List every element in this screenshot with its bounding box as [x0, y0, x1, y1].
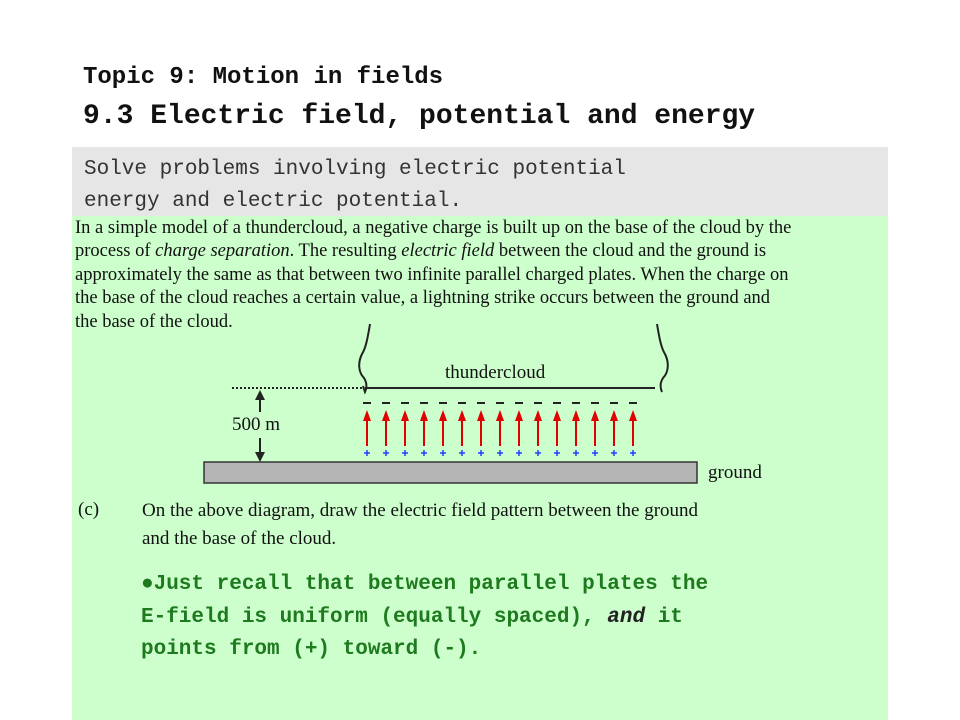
field-arrowhead: [496, 410, 504, 421]
answer-line-1: ●Just recall that between parallel plate…: [141, 573, 709, 596]
part-c-question: On the above diagram, draw the electric …: [142, 497, 698, 553]
objective-line-1: Solve problems involving electric potent…: [84, 158, 626, 181]
field-arrowhead: [572, 410, 580, 421]
answer-line-2: E-field is uniform (equally spaced), and…: [141, 605, 683, 629]
field-arrowhead: [610, 410, 618, 421]
field-arrowhead: [363, 410, 371, 421]
term-electric-field: electric field: [401, 241, 495, 261]
field-arrowhead: [591, 410, 599, 421]
objective-line-2: energy and electric potential.: [84, 190, 463, 213]
stem-line-1: In a simple model of a thundercloud, a n…: [75, 218, 792, 238]
field-arrowhead: [515, 410, 523, 421]
answer-emphasis-and: and: [607, 605, 646, 629]
field-arrowhead: [439, 410, 447, 421]
question-line-1: On the above diagram, draw the electric …: [142, 500, 699, 521]
answer-line-3: points from (+) toward (-).: [141, 638, 482, 661]
field-arrowhead: [477, 410, 485, 421]
learning-objective-box: Solve problems involving electric potent…: [72, 147, 888, 216]
cloud-outline: [358, 323, 669, 395]
learning-objective-text: Solve problems involving electric potent…: [84, 154, 626, 218]
thundercloud-diagram: thundercloud 500 m ground: [203, 323, 762, 484]
field-arrowhead: [458, 410, 466, 421]
slide-subtitle: 9.3 Electric field, potential and energy: [83, 101, 756, 132]
field-arrowhead: [629, 410, 637, 421]
field-arrowhead: [553, 410, 561, 421]
exam-question-panel: In a simple model of a thundercloud, a n…: [72, 216, 888, 720]
answer-hint: ●Just recall that between parallel plate…: [141, 569, 708, 667]
stem-line-2: process of charge separation. The result…: [75, 241, 767, 261]
field-arrowhead: [420, 410, 428, 421]
stem-line-4: the base of the cloud reaches a certain …: [75, 288, 771, 308]
distance-label: 500 m: [232, 414, 280, 435]
field-arrowhead: [401, 410, 409, 421]
stem-line-5: the base of the cloud.: [75, 312, 233, 332]
field-arrowhead: [382, 410, 390, 421]
slide-title: Topic 9: Motion in fields: [83, 64, 444, 91]
ground-slab: [203, 461, 698, 484]
thundercloud-label: thundercloud: [445, 362, 546, 383]
field-arrowhead: [534, 410, 542, 421]
stem-line-3: approximately the same as that between t…: [75, 265, 789, 285]
charge-row-group: [363, 402, 637, 456]
dimension-arrowhead-bottom: [255, 452, 265, 462]
ground-label: ground: [708, 462, 762, 483]
dimension-arrowhead-top: [255, 390, 265, 400]
question-line-2: and the base of the cloud.: [142, 528, 337, 549]
term-charge-separation: charge separation: [155, 241, 290, 261]
part-label: (c): [78, 499, 100, 520]
